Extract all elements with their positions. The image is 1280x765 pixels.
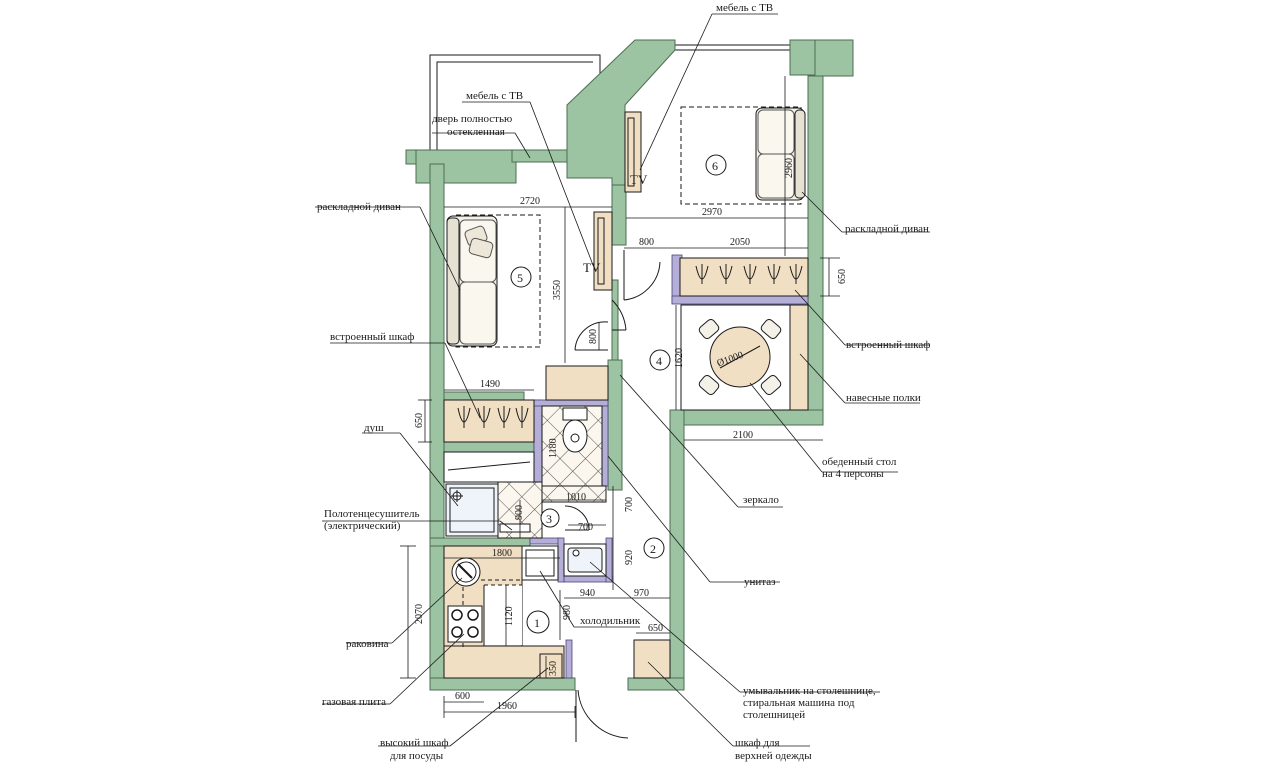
tv-label-1: TV <box>630 172 648 187</box>
dimension-labels: 2970 2960 2720 3550 800 2050 650 800 162… <box>414 158 848 712</box>
label-gas-stove: газовая плита <box>322 696 386 708</box>
label-sofa-bed-right: раскладной диван <box>845 223 929 235</box>
dim-920: 920 <box>624 550 635 565</box>
shower-icon <box>445 483 499 537</box>
dim-2070: 2070 <box>414 604 425 624</box>
leader-lines <box>315 13 930 747</box>
dim-1960: 1960 <box>497 701 517 712</box>
washbasin-icon <box>563 543 607 577</box>
toilet-icon <box>562 407 588 453</box>
dim-650b: 650 <box>414 413 425 428</box>
bathroom: 3 <box>443 451 607 539</box>
label-outer-wardrobe-2: верхней одежды <box>735 750 812 762</box>
tv-label-2: TV <box>583 260 601 275</box>
living-room-6: TV 6 <box>624 106 806 205</box>
label-toilet: унитаз <box>744 576 775 588</box>
dim-650a: 650 <box>837 269 848 284</box>
towel-dryer-icon <box>499 523 531 533</box>
dim-600: 600 <box>455 691 470 702</box>
dim-940: 940 <box>580 588 595 599</box>
dim-900: 900 <box>514 505 525 520</box>
annotations: мебель с ТВ мебель с ТВ дверь полностью … <box>317 2 930 762</box>
corridor-2: 2 <box>563 537 671 742</box>
dim-700b: 700 <box>578 522 593 533</box>
room-1-number: 1 <box>534 616 540 630</box>
label-glazed-door-1: дверь полностью <box>432 113 512 125</box>
room-3-number: 3 <box>546 512 552 526</box>
walls <box>405 39 854 691</box>
dim-800a: 800 <box>639 237 654 248</box>
dim-2720: 2720 <box>520 196 540 207</box>
dim-1180: 1180 <box>548 438 559 458</box>
wardrobe-left <box>443 399 535 443</box>
dining-area-4: Ø1000 4 <box>545 257 809 411</box>
dim-1800: 1800 <box>492 548 512 559</box>
dim-1620: 1620 <box>674 348 685 368</box>
sofa-bed-icon-right <box>755 107 806 201</box>
label-hanging-shelves: навесные полки <box>846 392 921 404</box>
sofa-bed-icon-left <box>446 215 498 347</box>
label-outer-wardrobe-1: шкаф для <box>735 737 780 749</box>
room-5-number: 5 <box>517 271 523 285</box>
living-room-5: TV 5 <box>446 211 661 351</box>
label-glazed-door-2: остекленная <box>447 126 505 138</box>
label-sink: раковина <box>346 638 389 650</box>
label-dining-table-2: на 4 персоны <box>822 468 884 480</box>
label-mirror: зеркало <box>743 494 779 506</box>
room-4-number: 4 <box>656 354 662 368</box>
label-dining-table-1: обеденный стол <box>822 456 897 468</box>
dimension-lines <box>400 76 840 718</box>
label-tall-cabinet-1: высокий шкаф <box>380 737 449 749</box>
room-6-number: 6 <box>712 159 718 173</box>
dim-1490: 1490 <box>480 379 500 390</box>
dim-1010: 1010 <box>566 492 586 503</box>
label-towel-dryer-2: (электрический) <box>324 520 401 532</box>
dim-800b: 800 <box>588 329 599 344</box>
fridge-icon <box>521 545 559 581</box>
dim-650c: 650 <box>648 623 663 634</box>
label-tall-cabinet-2: для посуды <box>390 750 444 762</box>
dim-980: 980 <box>562 605 573 620</box>
label-washbasin-2: стиральная машина под <box>743 697 855 709</box>
label-towel-dryer-1: Полотенцесушитель <box>324 508 420 520</box>
label-tv-furniture-top: мебель с ТВ <box>716 2 773 14</box>
label-washbasin-1: умывальник на столешнице, <box>743 685 876 697</box>
dim-970: 970 <box>634 588 649 599</box>
dining-table-icon <box>698 318 782 396</box>
label-fridge: холодильник <box>580 615 641 627</box>
label-sofa-bed-left: раскладной диван <box>317 201 401 213</box>
toilet-room <box>541 405 603 487</box>
label-washbasin-3: столешницей <box>743 709 805 721</box>
dim-350: 350 <box>548 661 559 676</box>
label-tv-furniture: мебель с ТВ <box>466 90 523 102</box>
dim-700a: 700 <box>624 497 635 512</box>
dim-2050: 2050 <box>730 237 750 248</box>
room-2-number: 2 <box>650 542 656 556</box>
dim-2970: 2970 <box>702 207 722 218</box>
sink-icon <box>451 557 481 587</box>
dim-3550: 3550 <box>552 280 563 300</box>
label-wardrobe-left: встроенный шкаф <box>330 331 414 343</box>
dim-2960: 2960 <box>784 158 795 178</box>
dim-2100: 2100 <box>733 430 753 441</box>
dim-1120: 1120 <box>504 606 515 626</box>
label-shower: душ <box>364 422 384 434</box>
label-wardrobe-right: встроенный шкаф <box>846 339 930 351</box>
gas-stove-icon <box>447 605 483 643</box>
kitchen-1: 1 <box>443 545 565 679</box>
